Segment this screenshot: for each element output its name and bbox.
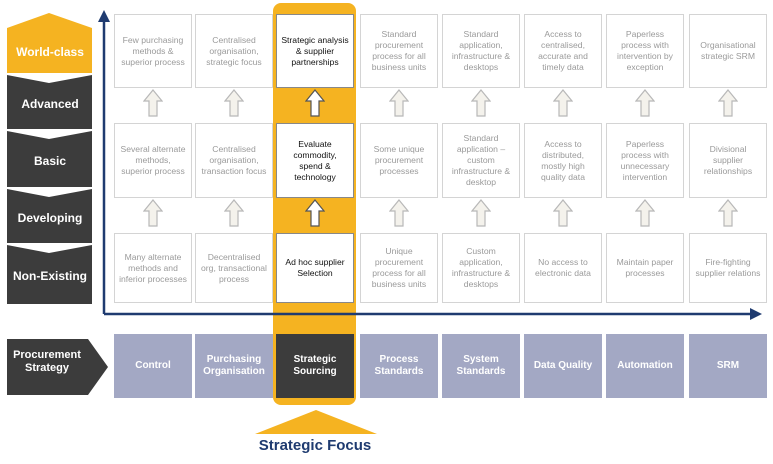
category-data-quality: Data Quality — [524, 334, 602, 398]
up-arrow-icon — [224, 89, 244, 117]
up-arrow-icon — [305, 89, 325, 117]
cell-mid: Standard application – custom infrastruc… — [442, 123, 520, 198]
category-purchasing-organisation: Purchasing Organisation — [195, 334, 273, 398]
strategic-focus-arrow — [255, 410, 377, 434]
up-arrow-icon — [224, 199, 244, 227]
cell-mid: Some unique procurement processes — [360, 123, 438, 198]
cell-top: Standard application, infrastructure & d… — [442, 14, 520, 88]
cell-bottom: Maintain paper processes — [606, 233, 684, 303]
up-arrow-icon — [553, 89, 573, 117]
cell-mid: Centralised organisation, transaction fo… — [195, 123, 273, 198]
cell-top: Access to centralised, accurate and time… — [524, 14, 602, 88]
up-arrow-icon — [471, 199, 491, 227]
level-developing: Developing — [17, 211, 83, 225]
up-arrow-icon — [718, 199, 738, 227]
cell-mid: Access to distributed, mostly high quali… — [524, 123, 602, 198]
up-arrow-icon — [718, 89, 738, 117]
cell-mid: Evaluate commodity, spend & technology — [276, 123, 354, 198]
cell-bottom: Custom application, infrastructure & des… — [442, 233, 520, 303]
up-arrow-icon — [471, 89, 491, 117]
up-arrow-icon — [143, 199, 163, 227]
up-arrow-icon — [143, 89, 163, 117]
procurement-strategy-label: Procurement Strategy — [13, 349, 81, 374]
category-system-standards: System Standards — [442, 334, 520, 398]
category-process-standards: Process Standards — [360, 334, 438, 398]
up-arrow-icon — [635, 199, 655, 227]
cell-top: Paperless process with intervention by e… — [606, 14, 684, 88]
up-arrow-icon — [553, 199, 573, 227]
cell-mid: Paperless process with unnecessary inter… — [606, 123, 684, 198]
cell-top: Strategic analysis & supplier partnershi… — [276, 14, 354, 88]
cell-bottom: Unique procurement process for all busin… — [360, 233, 438, 303]
cell-bottom: Many alternate methods and inferior proc… — [114, 233, 192, 303]
cell-bottom: No access to electronic data — [524, 233, 602, 303]
strategic-focus-label: Strategic Focus — [258, 437, 372, 454]
cell-top: Centralised organisation, strategic focu… — [195, 14, 273, 88]
cell-bottom: Fire-fighting supplier relations — [689, 233, 767, 303]
cell-bottom: Ad hoc supplier Selection — [276, 233, 354, 303]
cell-bottom: Decentralised org, transactional process — [195, 233, 273, 303]
cell-mid: Divisional supplier relationships — [689, 123, 767, 198]
up-arrow-icon — [305, 199, 325, 227]
cell-top: Standard procurement process for all bus… — [360, 14, 438, 88]
up-arrow-icon — [389, 89, 409, 117]
up-arrow-icon — [389, 199, 409, 227]
level-non-existing: Non-Existing — [13, 269, 87, 283]
category-strategic-sourcing: Strategic Sourcing — [276, 334, 354, 398]
category-srm: SRM — [689, 334, 767, 398]
level-basic: Basic — [33, 154, 67, 168]
category-automation: Automation — [606, 334, 684, 398]
category-control: Control — [114, 334, 192, 398]
cell-mid: Several alternate methods, superior proc… — [114, 123, 192, 198]
level-advanced: Advanced — [21, 96, 79, 111]
up-arrow-icon — [635, 89, 655, 117]
cell-top: Few purchasing methods & superior proces… — [114, 14, 192, 88]
cell-top: Organisational strategic SRM — [689, 14, 767, 88]
level-world-class: World-class — [16, 44, 84, 59]
